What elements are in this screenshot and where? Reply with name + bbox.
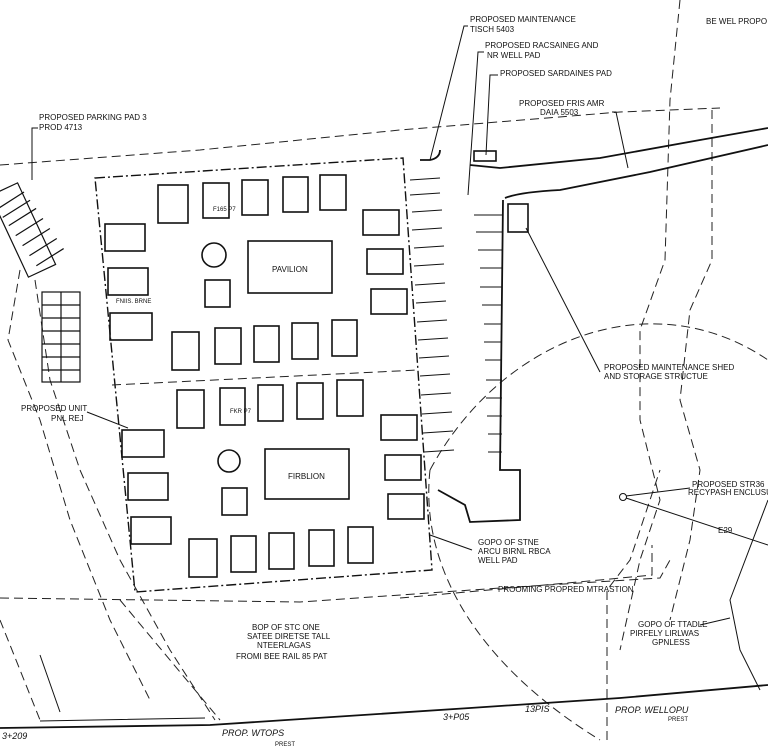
label-maintenance-1: PROPOSED MAINTENANCE (470, 15, 576, 24)
parking-pad-3 (0, 182, 81, 383)
property-line-south (0, 559, 671, 603)
label-wall-1: BOP OF STC ONE (252, 623, 320, 632)
leader-unit (86, 411, 129, 429)
label-friction-2: PIRFELY LIRLWAS (630, 629, 699, 638)
label-station-1: 3+209 (2, 731, 27, 741)
label-unit-1: PROPOSED UNIT (21, 404, 87, 413)
sardines-pad (473, 150, 497, 162)
label-wall-3: NTEERLAGAS (257, 641, 311, 650)
filtration-line (399, 545, 653, 599)
label-fire-2: DAIA 5503 (540, 108, 579, 117)
property-line-north (0, 107, 721, 166)
label-wall-2: SATEE DIRETSE TALL (247, 632, 331, 641)
parking-stripes (409, 177, 502, 453)
label-prop-wtops: PROP. WTOPS (222, 728, 284, 738)
leader-friction (699, 617, 731, 626)
label-racking-1: PROPOSED RACSAINEG AND (485, 41, 599, 50)
label-storage-2: RECYPASH ENCLUSUS (688, 488, 768, 497)
label-stone-pad-3: WELL PAD (478, 556, 518, 565)
label-fire-1: PROPOSED FRIS AMR (519, 99, 605, 108)
boundary-west-2 (34, 279, 216, 721)
label-parking-1: PROPOSED PARKING PAD 3 (39, 113, 147, 122)
compound-boundary (94, 157, 433, 593)
leader-parking (31, 127, 38, 180)
label-parking-2: PROD 4713 (39, 123, 83, 132)
pavilion-2 (264, 448, 350, 500)
label-shed-2: AND STORAGE STRUCTUE (604, 372, 708, 381)
leader-stone-pad (429, 534, 473, 551)
boundary-west (7, 269, 151, 701)
label-prop-well: PROP. WELLOPU (615, 705, 689, 715)
label-p7a: F165 P7 (213, 207, 236, 213)
leader-fire (612, 111, 629, 169)
label-filtration: PROOMING PROPRED MTRASTION (498, 585, 634, 594)
road-right-boundary (606, 469, 661, 740)
label-friction-3: GPNLESS (652, 638, 690, 647)
label-prest-2: PREST (668, 717, 688, 723)
storage-leader (625, 487, 768, 546)
label-racking-2: NR WELL PAD (487, 51, 541, 60)
parking-lot-outline (420, 149, 521, 523)
label-shed-1: PROPOSED MAINTENANCE SHED (604, 363, 734, 372)
storage-point (619, 493, 627, 501)
leader-shed (525, 227, 601, 373)
label-storage-1: PROPOSED STR36 (692, 480, 765, 489)
label-pavilion-1: PAVILION (272, 265, 308, 274)
pavilion-1 (247, 240, 333, 294)
road-centerline (0, 684, 768, 729)
well-radius-circle (428, 323, 768, 741)
leader-racking (467, 51, 484, 196)
label-wall-4: FROMI BEE RAIL 85 PAT (236, 652, 328, 661)
compound-midline (111, 369, 419, 386)
label-dim-e29: E29 (718, 526, 733, 535)
maintenance-shed (507, 203, 529, 233)
label-top-right: BE WEL PROPO (706, 17, 767, 26)
label-sardines: PROPOSED SARDAINES PAD (500, 69, 612, 78)
label-stone-pad-2: ARCU BIRNL RBCA (478, 547, 551, 556)
well-circle-2 (217, 449, 241, 473)
leader-sardines (485, 74, 498, 156)
leader-maintenance (429, 25, 468, 161)
label-stone-pad-1: GOPO OF STNE (478, 538, 539, 547)
road-edge (39, 654, 206, 722)
label-friction-1: GOPO OF TTADLE (638, 620, 708, 629)
label-pavilion-2: FIRBLION (288, 472, 325, 481)
label-units: FNIIS. BRNE (116, 299, 151, 305)
label-unit-2: PNL REJ (51, 414, 84, 423)
label-p7b: FKR P7 (230, 409, 252, 415)
building-units (104, 174, 425, 578)
access-road (469, 127, 768, 199)
boundary-east-2 (669, 110, 713, 621)
label-maintenance-2: TISCH 5403 (470, 25, 515, 34)
label-prest-1: PREST (275, 742, 295, 748)
label-station-2: 3+P05 (443, 712, 470, 722)
label-station-3: 13PIS (525, 704, 550, 714)
survey-line (729, 499, 768, 691)
well-circle-1 (201, 242, 227, 268)
boundary-east-1 (619, 0, 681, 651)
diagonal-easement (0, 599, 221, 721)
